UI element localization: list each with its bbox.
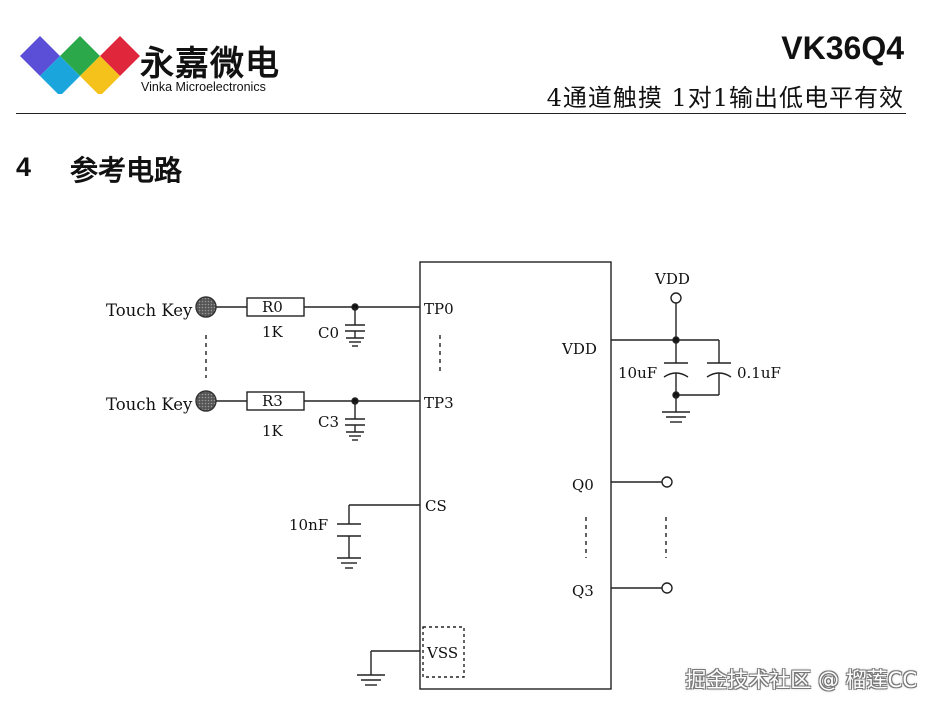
touch-key-label: Touch Key [106,395,193,414]
vss-pin-box [422,626,465,678]
pin-tp0-label: TP0 [424,300,454,318]
capacitor-c3-label: C3 [318,413,339,431]
brand-name-cn: 永嘉微电 [140,44,280,84]
resistor-r0-value: 1K [262,323,284,341]
brand-name-en: Vinka Microelectronics [141,80,266,94]
pin-cs-label: CS [425,497,447,515]
pin-tp3-label: TP3 [424,394,454,412]
resistor-r0-label: R0 [262,298,283,316]
vinka-logo-icon [20,36,140,94]
cap-10uf-label: 10uF [618,364,657,382]
vdd-supply-label: VDD [654,270,690,288]
product-description: 4通道触摸 1对1输出低电平有效 [546,84,904,112]
section-number: 4 [16,152,32,182]
product-code: VK36Q4 [781,30,904,66]
capacitor-c0-label: C0 [318,324,339,342]
vdd-terminal [670,292,682,304]
resistor-r3-value: 1K [262,422,284,440]
output-q3-terminal [661,582,673,594]
header-divider [16,113,906,114]
pin-q3-label: Q3 [572,582,594,600]
pin-vss-label: VSS [426,644,458,662]
ic-body [419,261,612,690]
section-title: 参考电路 [70,154,183,187]
touch-key-pad-icon [195,390,217,412]
resistor-r3-label: R3 [262,392,283,410]
cap-0-1uf-label: 0.1uF [737,364,781,382]
cs-capacitor-value: 10nF [289,516,328,534]
touch-key-label: Touch Key [106,301,193,320]
watermark: 掘金技术社区 @ 榴莲CC [685,668,917,692]
pin-vdd-label: VDD [561,340,597,358]
pin-q0-label: Q0 [572,476,594,494]
touch-key-pad-icon [195,296,217,318]
output-q0-terminal [661,476,673,488]
